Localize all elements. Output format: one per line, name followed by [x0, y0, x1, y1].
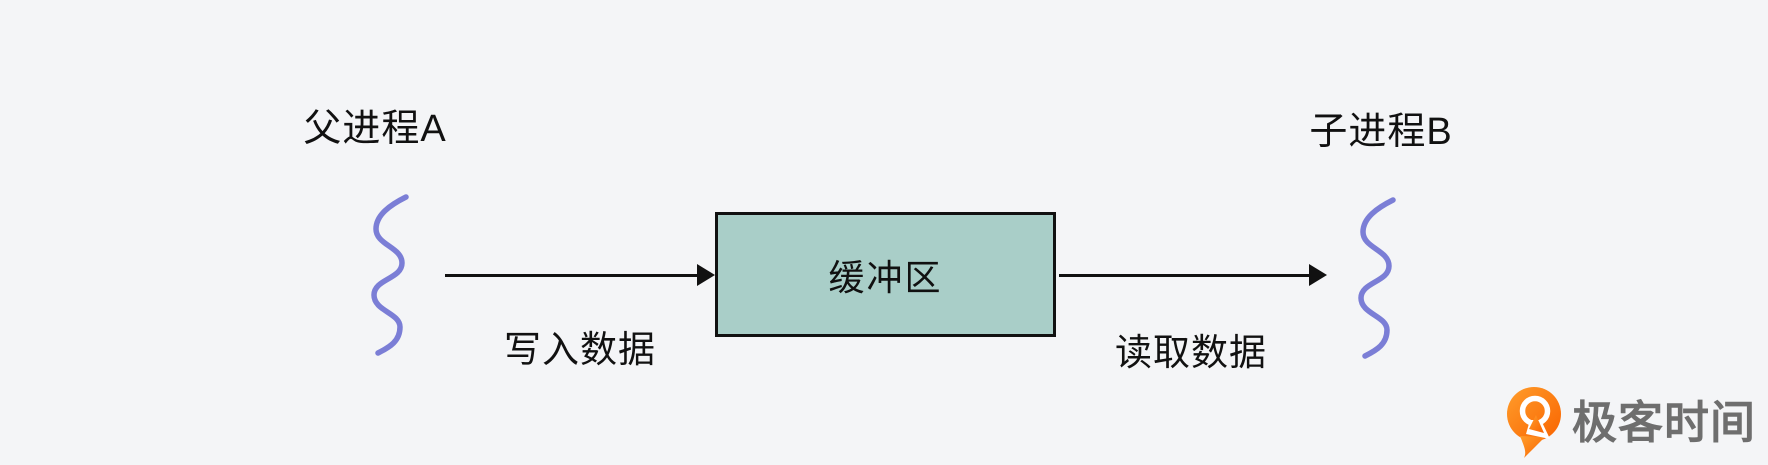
geektime-logo-icon [1507, 387, 1561, 458]
child-process-squiggle-icon [1358, 197, 1396, 359]
brand-text: 极客时间 [1572, 396, 1757, 448]
parent-process-squiggle-icon [371, 194, 409, 356]
watermark: 极客时间 [1506, 386, 1756, 458]
read-arrow-line [1059, 274, 1309, 277]
write-data-label: 写入数据 [504, 329, 656, 370]
parent-process-label: 父进程A [303, 108, 447, 150]
buffer-box: 缓冲区 [715, 212, 1056, 337]
buffer-box-label: 缓冲区 [828, 256, 943, 298]
child-process-label: 子进程B [1309, 111, 1453, 153]
read-data-label: 读取数据 [1115, 332, 1267, 373]
read-arrow-head-icon [1309, 264, 1327, 286]
write-arrow-head-icon [697, 264, 715, 286]
write-arrow-line [445, 274, 697, 277]
